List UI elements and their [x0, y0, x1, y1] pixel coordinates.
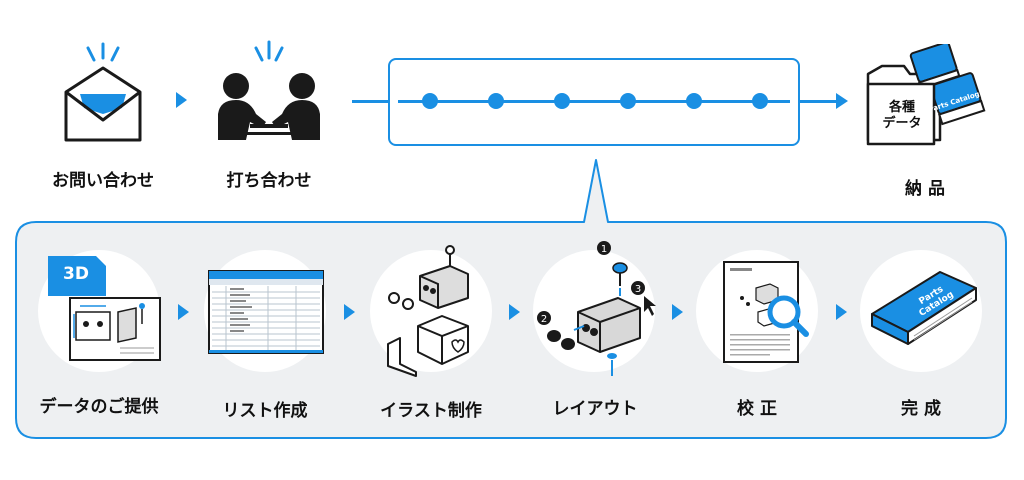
3d-badge: 3D — [63, 264, 89, 284]
arrow-right-icon — [509, 304, 520, 320]
process-label-data: データのご提供 — [39, 397, 159, 417]
arrow-right-icon — [176, 92, 187, 108]
timeline-dot — [686, 93, 702, 109]
timeline-line-left — [352, 100, 390, 103]
meeting-icon — [206, 40, 332, 144]
arrow-head-icon — [836, 93, 848, 109]
arrow-right-icon — [344, 304, 355, 320]
timeline-line-inner — [398, 100, 790, 103]
timeline-dot — [620, 93, 636, 109]
timeline-dot — [554, 93, 570, 109]
envelope-icon — [58, 42, 148, 142]
timeline-dot — [752, 93, 768, 109]
process-label-complete: 完 成 — [901, 399, 941, 419]
spreadsheet-icon — [208, 270, 324, 354]
timeline-line-right — [800, 100, 840, 103]
3d-data-icon: 3D — [40, 254, 166, 364]
process-label-proofreading: 校 正 — [737, 399, 777, 419]
step-label-meeting: 打ち合わせ — [226, 171, 312, 191]
catalog-book-icon: Parts Catalog — [864, 268, 980, 356]
arrow-right-icon — [836, 304, 847, 320]
process-label-layout: レイアウト — [552, 399, 638, 419]
svg-text:2: 2 — [541, 314, 547, 325]
process-label-illustration: イラスト制作 — [380, 401, 482, 421]
arrow-right-icon — [178, 304, 189, 320]
timeline-dot — [422, 93, 438, 109]
svg-text:1: 1 — [601, 244, 607, 255]
proofreading-icon — [722, 260, 810, 366]
step-label-inquiry: お問い合わせ — [52, 171, 154, 191]
process-label-list: リスト作成 — [222, 401, 308, 421]
delivery-box-icon: 各種 データ Parts Catalog — [864, 41, 988, 148]
layout-parts-icon: 1 3 2 — [534, 240, 656, 380]
timeline-dot — [488, 93, 504, 109]
illustration-parts-icon — [380, 242, 484, 378]
arrow-right-icon — [672, 304, 683, 320]
svg-text:3: 3 — [635, 284, 641, 295]
step-label-delivery: 納 品 — [905, 179, 945, 199]
delivery-label-line2: データ — [882, 116, 922, 131]
delivery-label-line1: 各種 — [888, 100, 915, 115]
